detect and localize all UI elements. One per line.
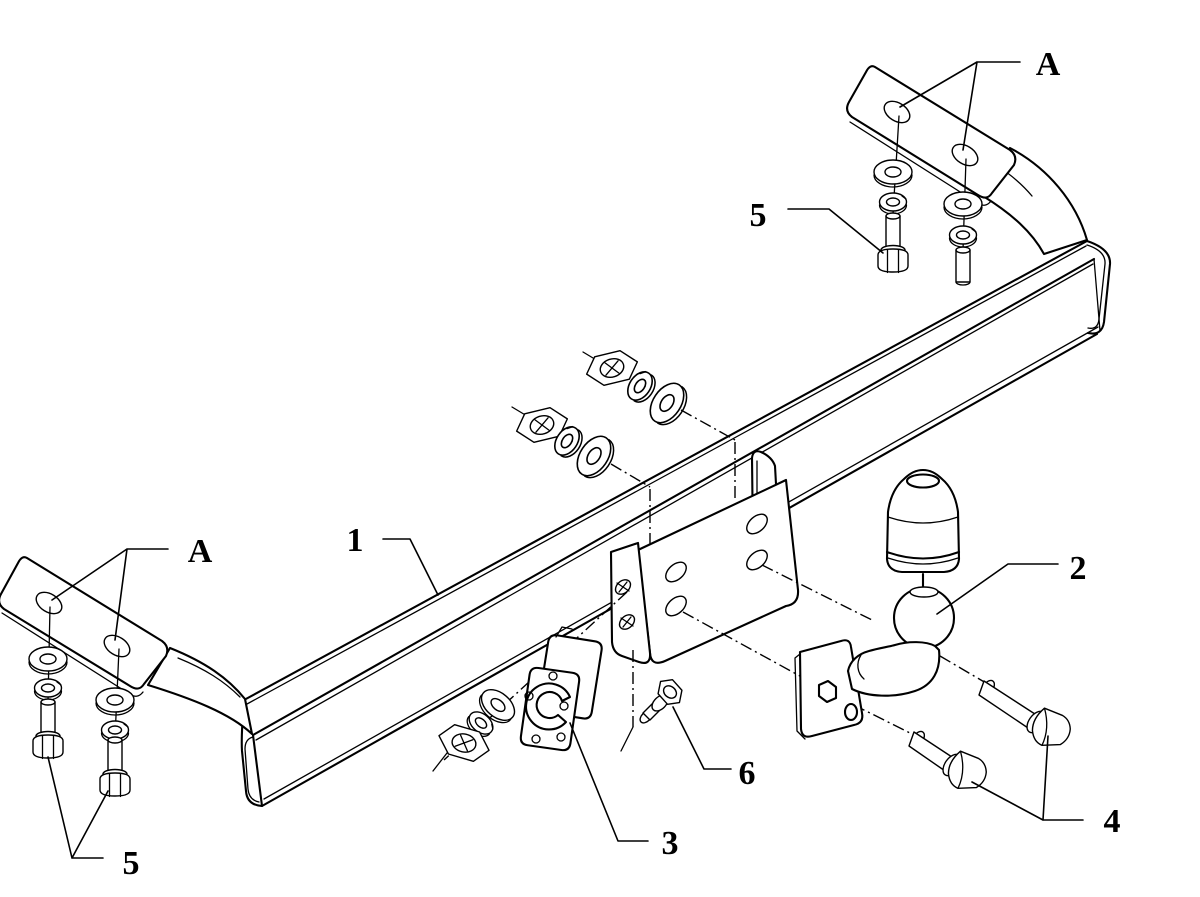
nut-washer-set-lower bbox=[511, 401, 651, 545]
callout-label-two: 2 bbox=[1070, 550, 1087, 587]
callout-label-three: 3 bbox=[662, 825, 679, 862]
towball bbox=[892, 572, 956, 650]
callout-label-five-left: 5 bbox=[123, 845, 140, 882]
hex-bolt-upper bbox=[978, 679, 1074, 751]
ball-arm bbox=[846, 641, 941, 697]
right-bolt-stack-2 bbox=[943, 158, 983, 286]
left-bolt-stack-2 bbox=[95, 648, 135, 798]
callout-label-one: 1 bbox=[347, 522, 364, 559]
crossbar bbox=[240, 239, 1112, 808]
nut-washer-set-upper bbox=[581, 344, 736, 498]
callout-labels: A 5 1 A 2 6 3 4 5 bbox=[123, 46, 1121, 882]
callout-label-four: 4 bbox=[1104, 803, 1121, 840]
right-mounting-plate bbox=[846, 65, 1017, 206]
ball-cover-cap bbox=[885, 468, 961, 574]
bracket-side-holes bbox=[614, 579, 636, 630]
ball-mount-bracket bbox=[609, 450, 800, 664]
callout-label-six: 6 bbox=[739, 755, 756, 792]
callout-label-a-left: A bbox=[188, 533, 213, 570]
left-bracket-arm bbox=[146, 646, 254, 736]
ball-flange-plate bbox=[794, 639, 864, 740]
left-bolt-stack-1 bbox=[28, 606, 68, 760]
socket-front-plate bbox=[519, 666, 581, 752]
hex-bolt-lower bbox=[908, 730, 990, 794]
small-bolt bbox=[639, 679, 683, 724]
callout-leaders bbox=[47, 61, 1084, 859]
callout-label-a-right: A bbox=[1036, 46, 1061, 83]
right-bolt-stack-1 bbox=[873, 115, 913, 274]
callout-label-five-top: 5 bbox=[750, 197, 767, 234]
